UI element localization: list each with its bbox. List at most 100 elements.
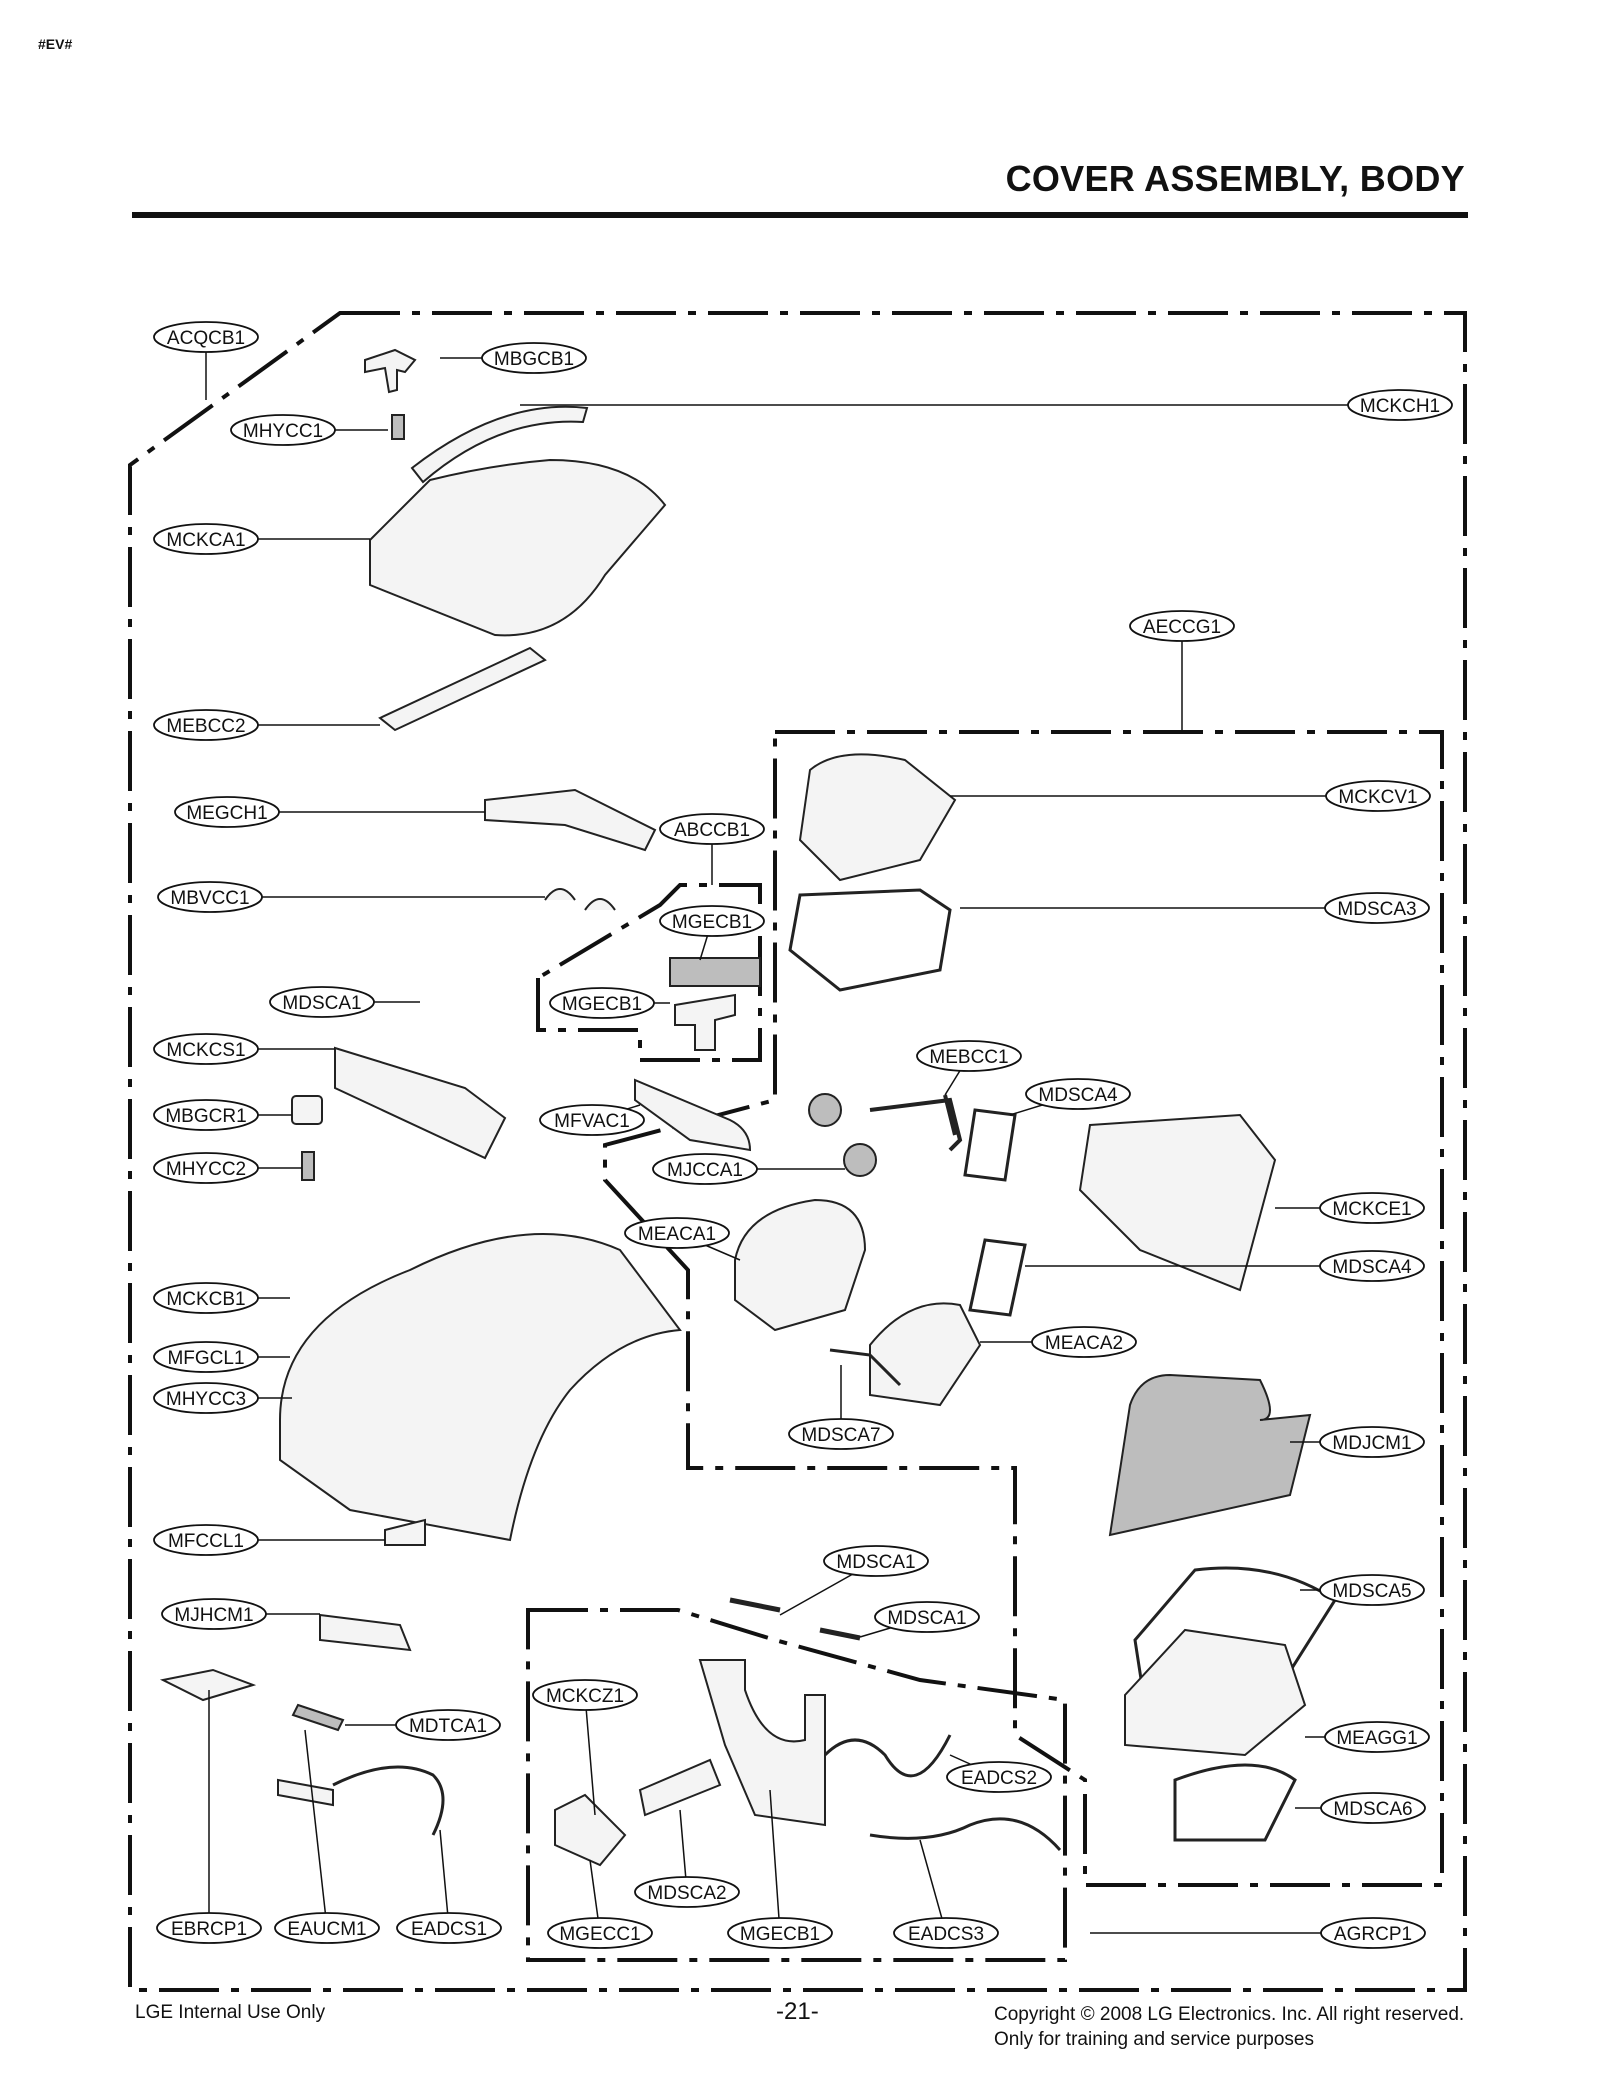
callout-meaca1: MEACA1 [624,1217,730,1249]
callout-mdsca6: MDSCA6 [1320,1792,1426,1824]
callout-aeccg1: AECCG1 [1129,610,1235,642]
callout-oval [395,1709,501,1741]
callout-mdsca7: MDSCA7 [788,1418,894,1450]
callout-text: MDSCA3 [1337,899,1416,920]
part-mdsca2 [638,1758,722,1817]
footer-internal-use: LGE Internal Use Only [135,2002,326,2023]
callout-mgecb1: MGECB1 [549,987,655,1019]
footer-copyright: Copyright © 2008 LG Electronics. Inc. Al… [994,2002,1464,2052]
part-drawings [159,348,1338,1867]
callout-oval [1324,892,1430,924]
callout-mdsca1: MDSCA1 [874,1601,980,1633]
callout-text: MEBCC2 [166,716,245,737]
part-mdsca6 [1173,1763,1297,1842]
leader-line-mgecb1 [769,1789,781,1934]
callout-mfccl1: MFCCL1 [153,1524,259,1556]
callout-oval [946,1761,1052,1793]
callout-oval [1025,1078,1131,1110]
callout-oval [153,1033,259,1065]
callout-text: MEACA1 [638,1224,716,1245]
callout-mckce1: MCKCE1 [1319,1192,1425,1224]
callout-text: EADCS3 [908,1924,984,1945]
callout-mebcc1: MEBCC1 [916,1040,1022,1072]
callout-eaucm1: EAUCM1 [274,1912,380,1944]
callout-text: MFGCL1 [167,1348,244,1369]
part-mgecb1-nozzle [674,993,736,1051]
callout-text: MGECB1 [672,912,752,933]
callout-oval [893,1917,999,1949]
callout-text: MDTCA1 [409,1716,487,1737]
part-mdsca7 [829,1348,902,1387]
leader-line-eadcs1 [439,1829,450,1929]
callout-eadcs1: EADCS1 [396,1912,502,1944]
callout-text: MDSCA1 [887,1608,966,1629]
callout-mfvac1: MFVAC1 [539,1104,645,1136]
callout-text: MDSCA5 [1332,1581,1411,1602]
callout-text: MEACA2 [1045,1333,1123,1354]
page-number: -21- [776,1998,819,2025]
callout-oval [788,1418,894,1450]
callout-mdtca1: MDTCA1 [395,1709,501,1741]
callout-text: MDSCA4 [1038,1085,1118,1106]
callout-text: MEAGG1 [1336,1728,1417,1749]
callout-text: AGRCP1 [1334,1924,1412,1945]
callout-text: MGECB1 [740,1924,820,1945]
callout-text: MEBCC1 [929,1047,1008,1068]
callout-mebcc2: MEBCC2 [153,709,259,741]
callout-text: MCKCV1 [1338,787,1417,808]
callout-text: EADCS1 [411,1919,487,1940]
part-mgecc1 [554,1793,627,1867]
part-mfccl1 [384,1518,426,1546]
callout-text: MCKCS1 [166,1040,245,1061]
callout-text: MDSCA2 [647,1883,726,1904]
callout-mgecc1: MGECC1 [547,1917,653,1949]
callout-text: MHYCC3 [166,1389,246,1410]
callout-oval [1319,1192,1425,1224]
part-meaca1 [734,1198,867,1332]
callout-meaca2: MEACA2 [1031,1326,1137,1358]
callout-mhycc1: MHYCC1 [230,414,336,446]
callout-mckcv1: MCKCV1 [1325,780,1431,812]
part-eadcs1 [332,1765,445,1836]
callout-text: MCKCA1 [166,530,245,551]
callout-oval [659,813,765,845]
part-mdsca4-upper [963,1108,1017,1182]
callout-oval [547,1917,653,1949]
callout-oval [652,1153,758,1185]
callout-oval [269,986,375,1018]
callout-oval [157,881,263,913]
callout-oval [1031,1326,1137,1358]
callout-oval [153,709,259,741]
callout-text: MJCCA1 [667,1160,743,1181]
callout-mckca1: MCKCA1 [153,523,259,555]
callout-text: MFCCL1 [168,1531,244,1552]
callout-text: MDSCA1 [282,993,361,1014]
callout-text: MHYCC1 [243,421,323,442]
part-mfvac1 [634,1078,752,1152]
part-eadcs2 [823,1734,952,1778]
callout-mdsca1: MDSCA1 [269,986,375,1018]
assembly-boundaries [128,311,1467,1992]
part-mbvcc1 [544,888,616,911]
callout-mdsca4: MDSCA4 [1319,1250,1425,1282]
part-meagg1 [1124,1628,1307,1757]
callout-oval [823,1545,929,1577]
callout-oval [156,1912,262,1944]
part-mdsca4-lower [968,1238,1027,1317]
callout-mbgcb1: MBGCB1 [481,342,587,374]
part-mckcv1 [798,753,957,882]
callout-mdsca3: MDSCA3 [1324,892,1430,924]
callout-oval [153,523,259,555]
callout-oval [727,1917,833,1949]
callout-text: MBGCB1 [494,349,574,370]
callout-text: EAUCM1 [287,1919,366,1940]
part-meaca2 [869,1302,982,1407]
callout-oval [1319,1426,1425,1458]
callout-oval [1324,1721,1430,1753]
callout-text: MEGCH1 [186,803,267,824]
callout-eadcs2: EADCS2 [946,1761,1052,1793]
callout-text: MJHCM1 [174,1605,253,1626]
callout-oval [153,1282,259,1314]
callout-oval [1320,1917,1426,1949]
